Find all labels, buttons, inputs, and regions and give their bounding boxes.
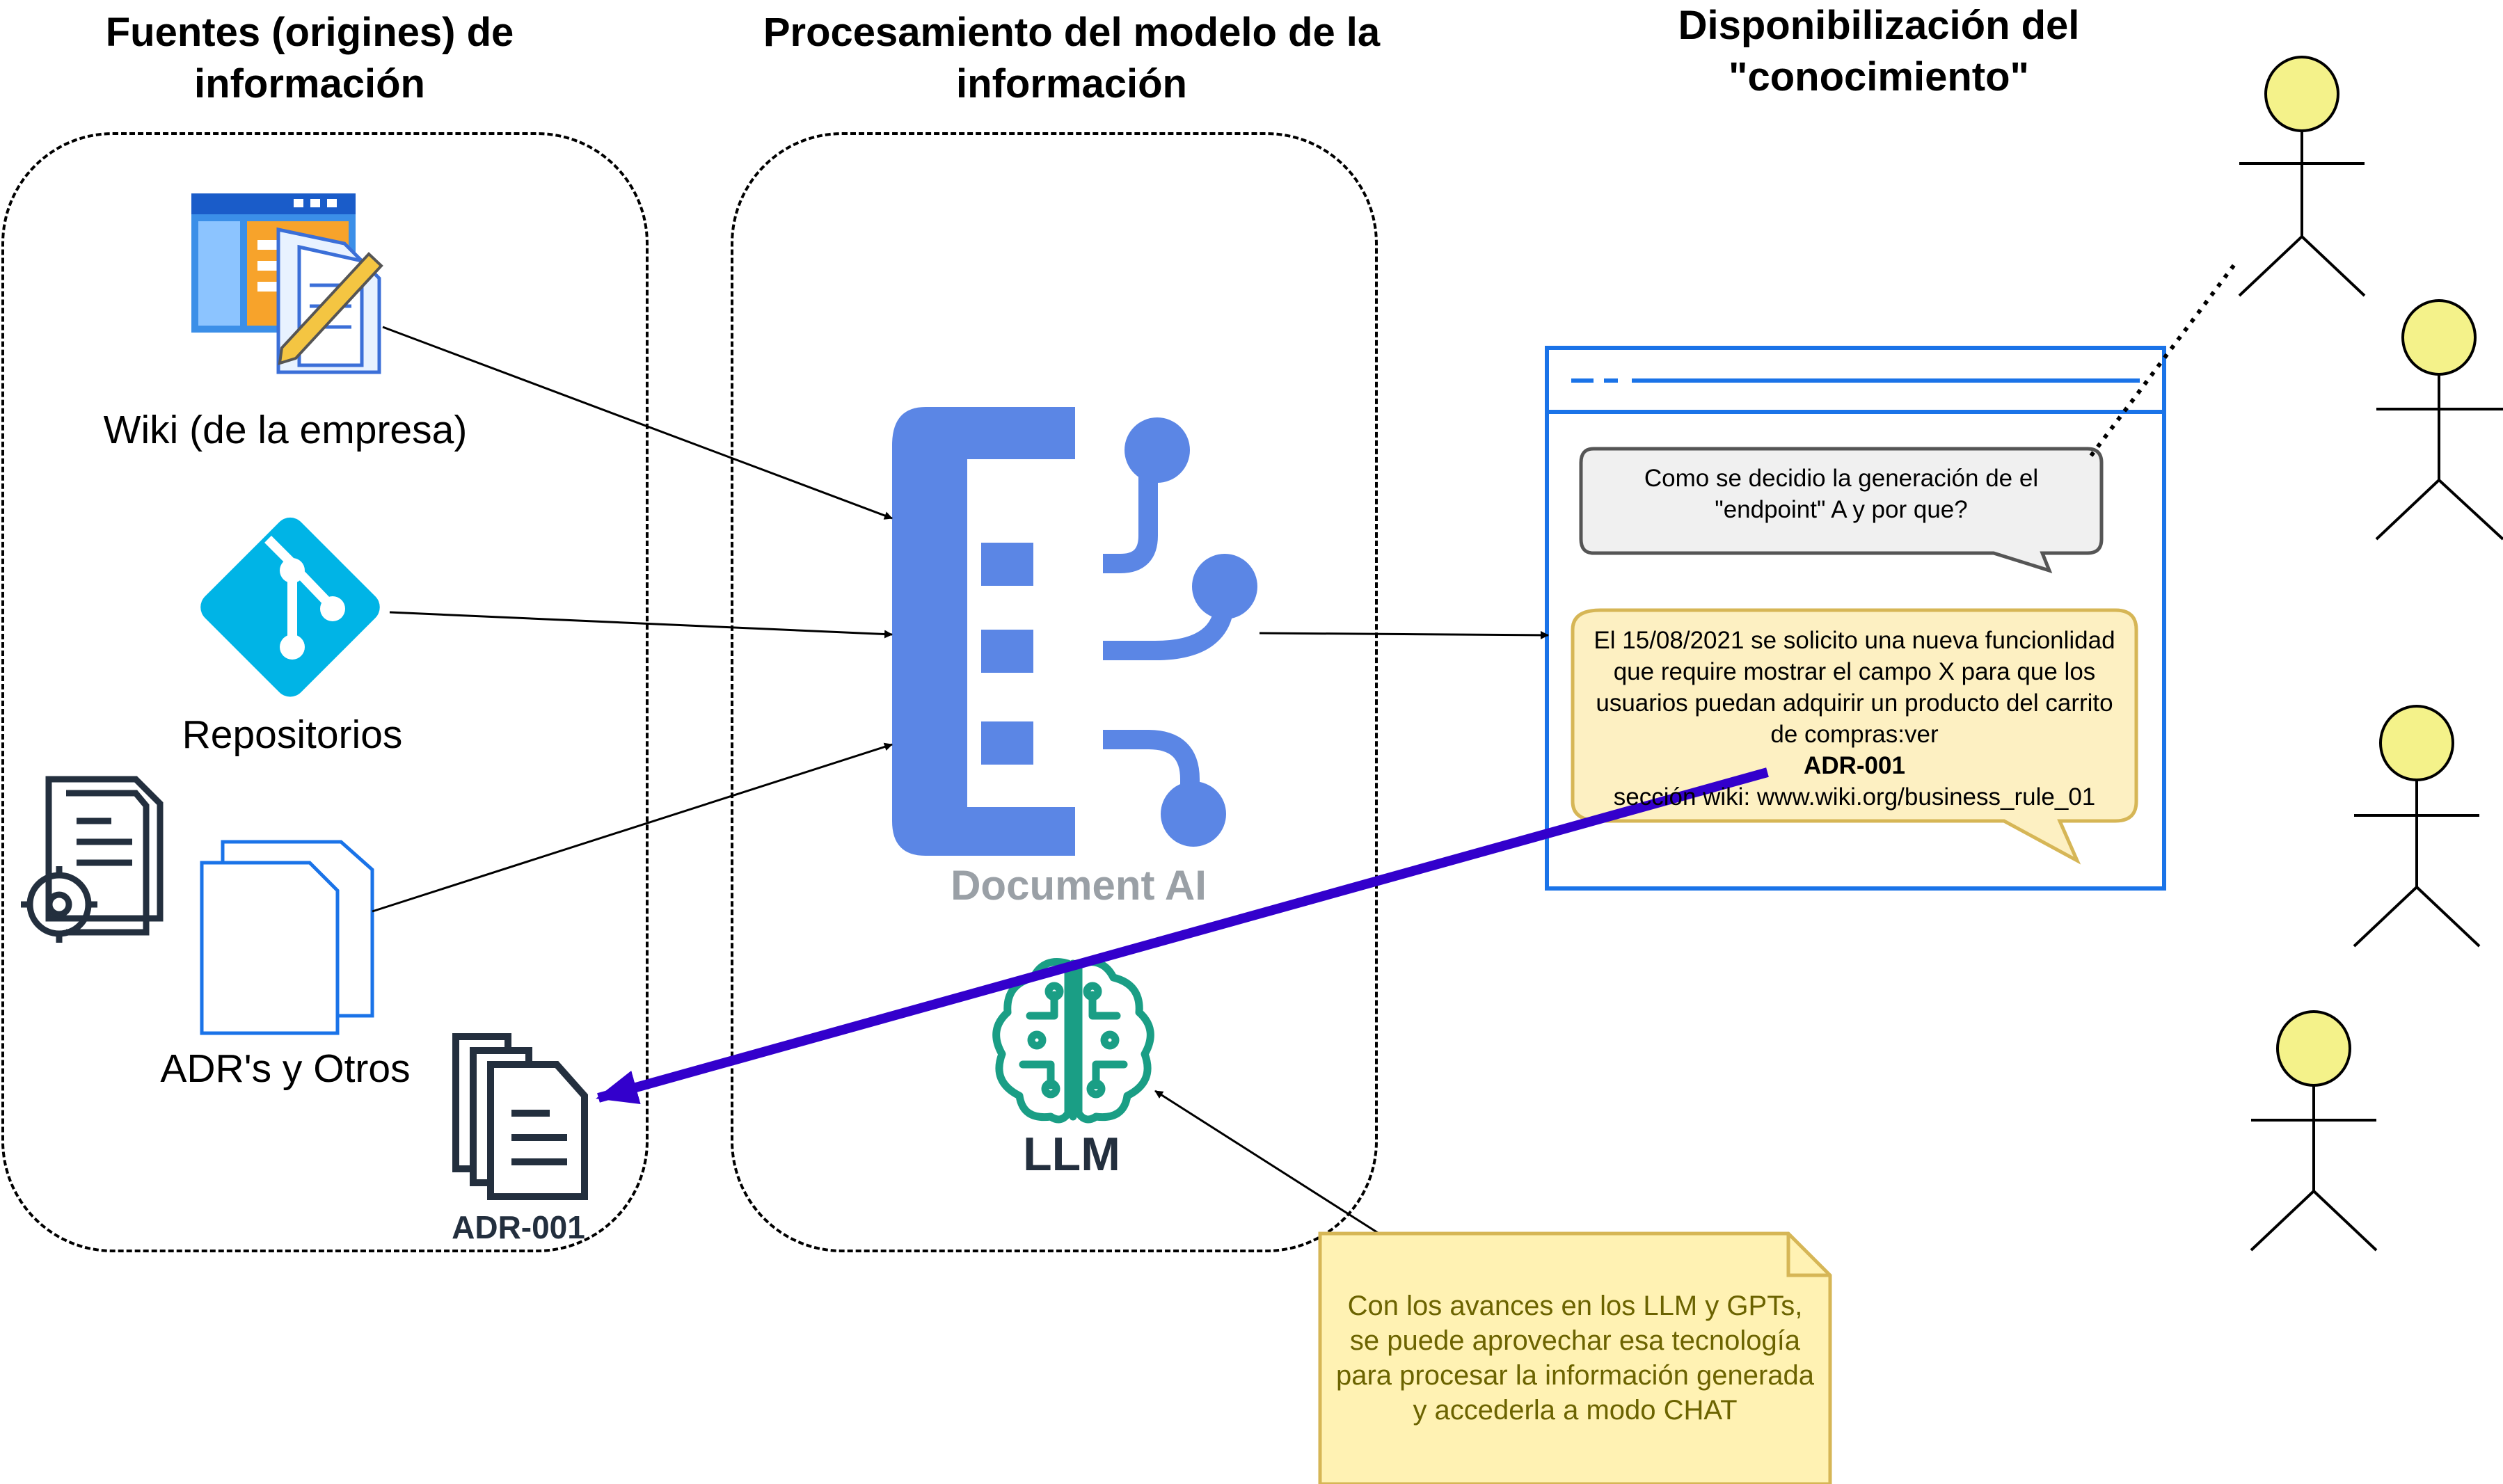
arrow-answer-to-adr	[596, 767, 1769, 1105]
document-ai-label: Document AI	[951, 862, 1207, 909]
actor-1	[2238, 56, 2366, 297]
sources-group	[1, 132, 649, 1252]
answer-wiki-link[interactable]: sección wiki: www.wiki.org/business_rule…	[1613, 783, 2096, 811]
question-text: Como se decidio la generación de el "end…	[1644, 465, 2039, 523]
llm-label: LLM	[1023, 1128, 1120, 1181]
gear-document-icon	[21, 776, 164, 943]
answer-text: El 15/08/2021 se solicito una nueva func…	[1573, 625, 2136, 813]
adr-001-label: ADR-001	[452, 1209, 585, 1245]
processing-group	[731, 132, 1378, 1252]
actor-connector	[2089, 260, 2239, 457]
wiki-icon	[191, 193, 383, 374]
adr-documents-icon	[200, 840, 374, 1035]
actor-3	[2353, 705, 2481, 948]
arrow-note-to-llm	[1154, 1090, 1382, 1236]
answer-intro: El 15/08/2021 se solicito una nueva func…	[1594, 627, 2115, 748]
question-bubble	[1579, 447, 2104, 573]
actor-2	[2375, 299, 2503, 541]
wiki-label: Wiki (de la empresa)	[103, 408, 468, 452]
arrow-repos-to-document-ai	[389, 611, 893, 639]
repos-label: Repositorios	[182, 712, 403, 757]
note-shape	[1318, 1231, 1832, 1484]
arrow-wiki-to-document-ai	[382, 326, 893, 520]
answer-bubble	[1571, 608, 2138, 865]
arrow-adrs-to-document-ai	[372, 742, 893, 913]
adr-001-document-icon	[452, 1033, 588, 1200]
actor-4	[2250, 1010, 2378, 1252]
heading-processing: Procesamiento del modelo de la informaci…	[763, 10, 1381, 106]
heading-sources: Fuentes (origines) de información	[105, 10, 514, 106]
note-text: Con los avances en los LLM y GPTs, se pu…	[1335, 1291, 1815, 1426]
adrs-label: ADR's y Otros	[160, 1046, 411, 1091]
answer-adr-link[interactable]: ADR-001	[1804, 752, 1905, 779]
git-icon	[200, 517, 380, 697]
heading-availability: Disponibilización del "conocimiento"	[1678, 3, 2080, 99]
arrow-document-ai-to-chat	[1259, 630, 1549, 639]
document-ai-icon	[892, 407, 1257, 856]
